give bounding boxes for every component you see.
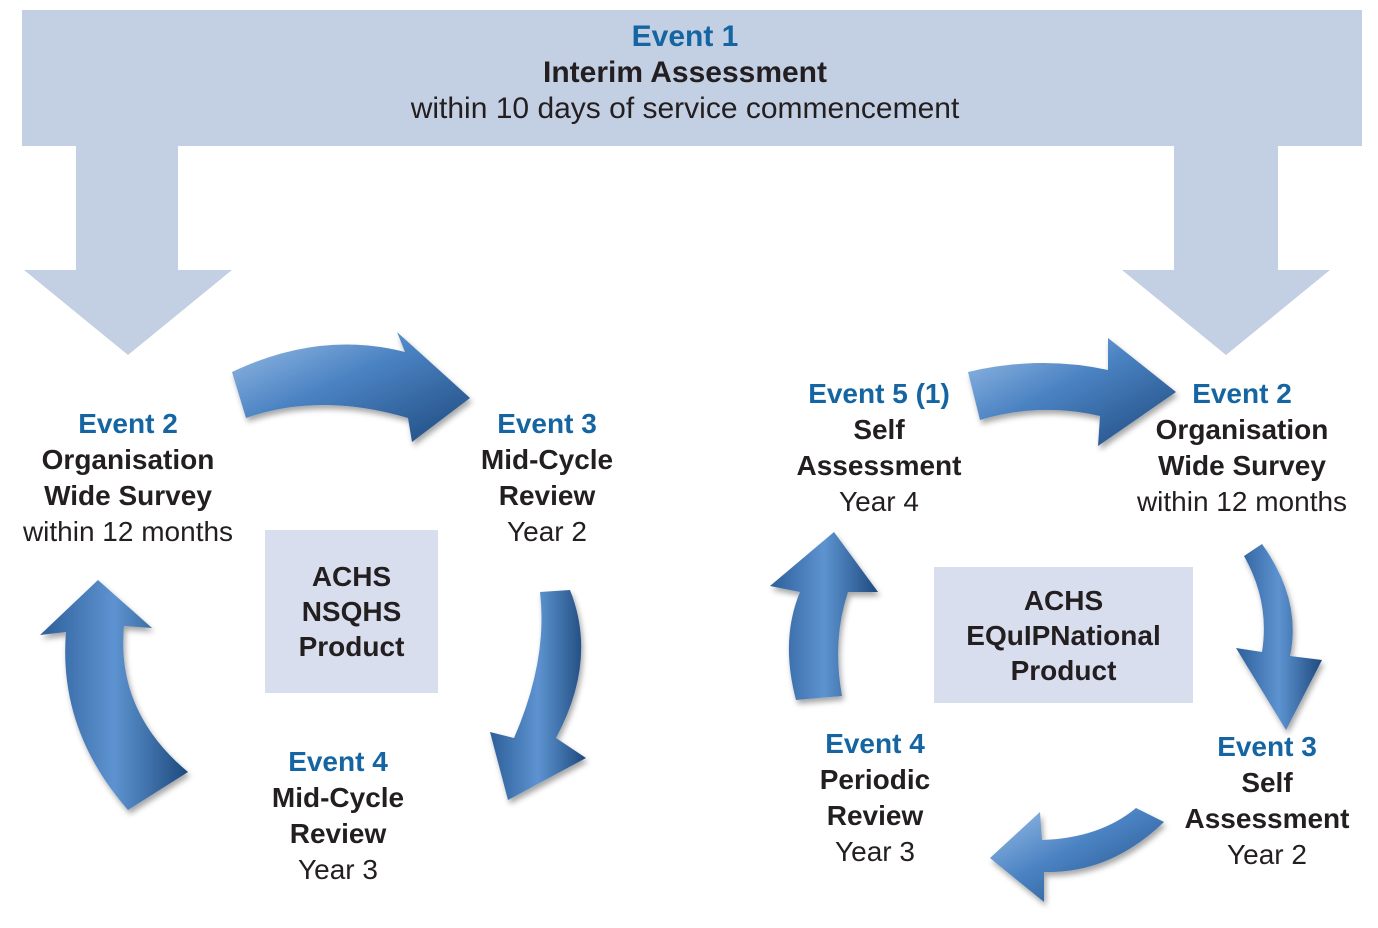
banner-event-label: Event 1 xyxy=(631,20,739,53)
cycle-arrow-nsqhs-right xyxy=(490,590,586,800)
event-number: Event 2 xyxy=(1192,378,1292,409)
event-title-line: Review xyxy=(289,818,387,849)
event-detail: Year 3 xyxy=(298,854,378,885)
banner-text: Event 1 Interim Assessment within 10 day… xyxy=(320,22,1050,132)
event-number: Event 2 xyxy=(78,408,178,439)
event-title-line: Organisation xyxy=(1155,414,1329,445)
product-line: Product xyxy=(1010,654,1117,686)
cycle-arrow-equip-top xyxy=(968,338,1176,446)
event-title-line: Assessment xyxy=(1184,803,1350,834)
cycle-arrow-equip-left xyxy=(770,532,878,700)
event-number: Event 3 xyxy=(1217,731,1317,762)
cycle-arrow-nsqhs-left xyxy=(40,580,188,810)
product-box-equip: ACHS EQuIPNational Product xyxy=(934,567,1193,703)
nsqhs-event3-label: Event 3 Mid-Cycle Review Year 2 xyxy=(452,410,642,554)
product-box-nsqhs: ACHS NSQHS Product xyxy=(265,530,438,693)
event-detail: Year 2 xyxy=(1227,839,1307,870)
event-title-line: Organisation xyxy=(41,444,215,475)
equip-event2-label: Event 2 Organisation Wide Survey within … xyxy=(1114,380,1370,524)
equip-event3-label: Event 3 Self Assessment Year 2 xyxy=(1160,733,1374,877)
product-line: EQuIPNational xyxy=(966,619,1161,651)
event-detail: Year 2 xyxy=(507,516,587,547)
product-line: NSQHS xyxy=(301,596,402,627)
product-line: ACHS xyxy=(311,561,392,592)
event-title-line: Self xyxy=(1241,767,1293,798)
event-number: Event 5 (1) xyxy=(808,378,950,409)
event-title-line: Wide Survey xyxy=(44,480,212,511)
product-line: ACHS xyxy=(1023,584,1104,616)
event-title-line: Mid-Cycle xyxy=(271,782,405,813)
cycle-arrow-nsqhs-top xyxy=(232,332,470,442)
banner-subtitle: within 10 days of service commencement xyxy=(410,92,960,125)
event-detail: within 12 months xyxy=(1136,486,1348,517)
event-number: Event 3 xyxy=(497,408,597,439)
event-title-line: Review xyxy=(826,800,924,831)
banner-title: Interim Assessment xyxy=(542,56,827,89)
event-number: Event 4 xyxy=(288,746,388,777)
event-detail: Year 4 xyxy=(839,486,919,517)
cycle-arrow-equip-right xyxy=(1236,544,1322,730)
event-title-line: Mid-Cycle xyxy=(480,444,614,475)
event-detail: Year 3 xyxy=(835,836,915,867)
banner-shape xyxy=(22,10,1362,355)
event-title-line: Periodic xyxy=(819,764,931,795)
equip-event4-label: Event 4 Periodic Review Year 3 xyxy=(790,730,960,874)
event-detail: within 12 months xyxy=(22,516,234,547)
event-title-line: Self xyxy=(853,414,905,445)
product-line: Product xyxy=(298,631,405,662)
event-title-line: Wide Survey xyxy=(1158,450,1326,481)
nsqhs-event4-label: Event 4 Mid-Cycle Review Year 3 xyxy=(240,748,436,892)
equip-event5-label: Event 5 (1) Self Assessment Year 4 xyxy=(772,380,986,524)
event-title-line: Assessment xyxy=(796,450,962,481)
cycle-arrow-equip-bottom xyxy=(990,808,1164,902)
event-title-line: Review xyxy=(498,480,596,511)
nsqhs-event2-label: Event 2 Organisation Wide Survey within … xyxy=(0,410,256,554)
event-number: Event 4 xyxy=(825,728,925,759)
